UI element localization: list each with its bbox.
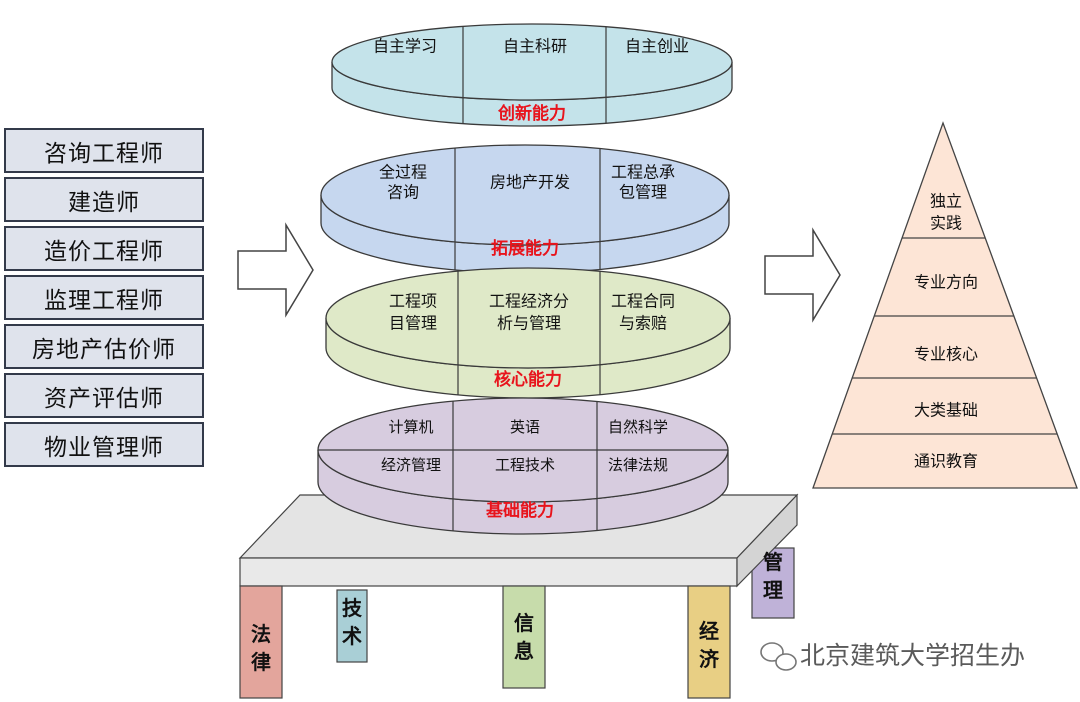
right-arrow-left xyxy=(237,222,314,318)
career-item: 建造师 xyxy=(4,177,204,222)
career-item: 造价工程师 xyxy=(4,226,204,271)
pyramid-level: 通识教育 xyxy=(914,452,978,471)
leg-label: 信 xyxy=(514,611,534,635)
disk-innovation-top xyxy=(331,23,733,101)
pyramid-level: 大类基础 xyxy=(914,401,978,420)
career-item: 咨询工程师 xyxy=(4,128,204,173)
disk-label: 创新能力 xyxy=(497,103,566,124)
disk-item: 全过程 xyxy=(379,163,427,182)
disk-item: 经济管理 xyxy=(381,456,441,474)
disk-label: 核心能力 xyxy=(494,369,562,390)
pyramid-level: 独立 xyxy=(930,192,962,211)
leg-label: 管 xyxy=(763,550,783,574)
disk-item: 自然科学 xyxy=(608,418,668,436)
watermark-text: 北京建筑大学招生办 xyxy=(800,641,1025,670)
leg-label: 律 xyxy=(251,650,271,674)
disk-item: 工程总承 xyxy=(611,163,675,182)
disk-item: 目管理 xyxy=(389,314,437,333)
disk-item: 工程合同 xyxy=(611,292,675,311)
pyramid-level: 实践 xyxy=(930,214,962,233)
pyramid-level: 专业核心 xyxy=(914,345,978,364)
disk-label: 基础能力 xyxy=(485,500,554,521)
disk-item: 工程项 xyxy=(389,292,437,311)
table-side xyxy=(736,493,798,588)
disk-item: 工程技术 xyxy=(495,456,555,474)
career-item: 监理工程师 xyxy=(4,275,204,320)
wechat-icon xyxy=(775,653,797,671)
leg-label: 经 xyxy=(699,619,719,643)
watermark: 北京建筑大学招生办 xyxy=(760,641,1025,671)
disk-item: 工程经济分 xyxy=(489,292,569,311)
disk-item: 自主学习 xyxy=(373,37,437,56)
table-front xyxy=(239,557,738,587)
leg-label: 术 xyxy=(342,624,362,648)
disk-item: 自主创业 xyxy=(625,37,689,56)
disk-label: 拓展能力 xyxy=(491,238,559,259)
leg-label: 息 xyxy=(514,639,534,663)
leg-label: 理 xyxy=(763,578,783,602)
disk-item: 计算机 xyxy=(388,418,433,436)
career-item: 物业管理师 xyxy=(4,422,204,467)
table-leg xyxy=(239,585,283,699)
career-list: 咨询工程师建造师造价工程师监理工程师房地产估价师资产评估师物业管理师 xyxy=(4,128,204,471)
disk-expansion-top xyxy=(320,144,730,246)
leg-label: 法 xyxy=(251,622,271,646)
table-leg xyxy=(502,585,546,689)
table-leg xyxy=(336,589,368,663)
disk-item: 房地产开发 xyxy=(490,173,570,192)
pyramid-body xyxy=(812,121,1078,489)
table-leg xyxy=(687,585,731,699)
career-item: 房地产估价师 xyxy=(4,324,204,369)
pyramid-level: 专业方向 xyxy=(914,273,978,292)
disk-item: 与索赔 xyxy=(619,314,667,333)
disk-item: 包管理 xyxy=(619,183,667,202)
leg-label: 济 xyxy=(699,647,720,671)
disk-item: 自主科研 xyxy=(503,37,567,56)
career-item: 资产评估师 xyxy=(4,373,204,418)
leg-label: 技 xyxy=(342,596,363,620)
disk-item: 法律法规 xyxy=(608,456,668,474)
wechat-icon xyxy=(760,642,784,662)
disk-item: 咨询 xyxy=(387,183,419,202)
disk-item: 英语 xyxy=(510,418,540,436)
disk-item: 析与管理 xyxy=(497,314,561,333)
right-arrow-right xyxy=(764,227,841,323)
disk-core-top xyxy=(325,267,731,369)
